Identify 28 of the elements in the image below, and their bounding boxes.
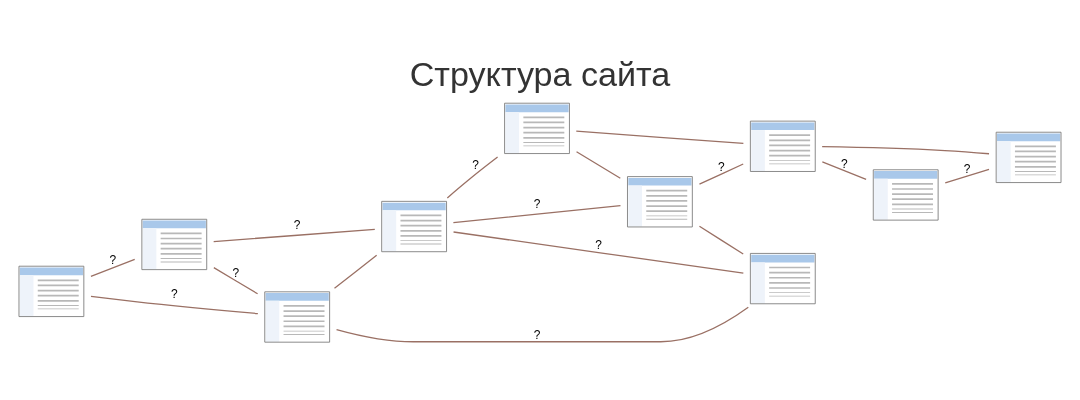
connector	[90, 295, 259, 314]
connector	[698, 162, 744, 185]
edge-label: ?	[963, 161, 971, 176]
edge-label: ?	[232, 265, 240, 280]
connector	[821, 160, 867, 180]
connector	[333, 254, 378, 289]
edge-label: ?	[293, 217, 301, 232]
connector	[575, 150, 621, 179]
connector	[446, 155, 499, 199]
connector	[821, 145, 990, 154]
edge-label: ?	[533, 327, 541, 341]
edge-label: ?	[472, 157, 479, 172]
edge-label: ?	[595, 237, 602, 252]
edge-label: ?	[718, 159, 725, 174]
edge-label: ?	[533, 196, 541, 211]
connector	[575, 130, 744, 144]
edge-label: ?	[109, 252, 117, 267]
connector	[698, 225, 744, 255]
edge-label: ?	[170, 286, 178, 301]
connector	[213, 266, 259, 294]
connector	[452, 230, 744, 274]
diagram-title: Структура сайта	[409, 54, 671, 93]
edge-label: ?	[840, 156, 848, 171]
connector	[213, 228, 376, 242]
connector	[90, 258, 136, 277]
connector	[944, 168, 990, 184]
connector	[452, 204, 622, 223]
connector	[335, 306, 749, 342]
